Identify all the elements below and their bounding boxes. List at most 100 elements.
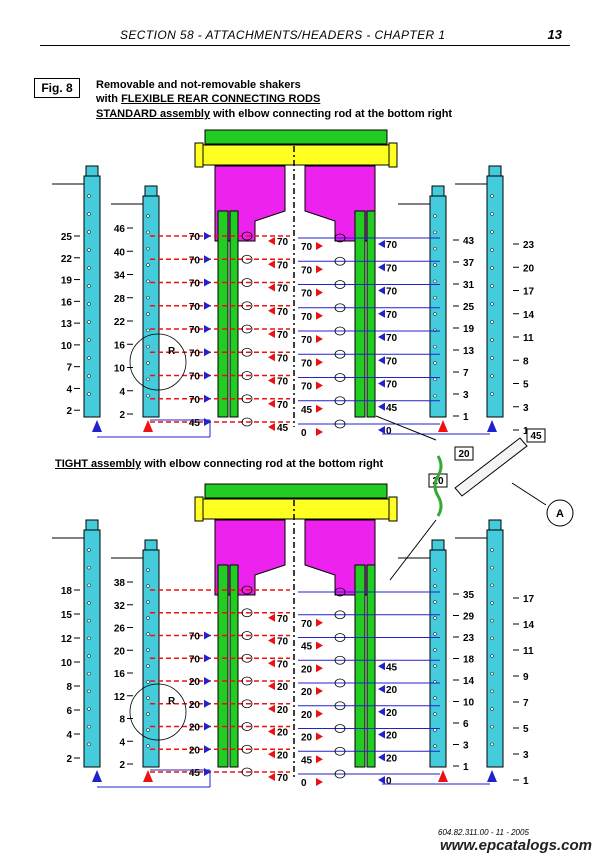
tight-far-right-label-5: 5 (523, 724, 529, 735)
tight-center-right-label-4: 20 (301, 710, 313, 721)
tight-inner-left-label-0: 38 (114, 578, 126, 589)
tight-column-hole-0-11 (87, 742, 91, 747)
tight-column-hole-0-4 (87, 618, 91, 623)
tight-column-hole-0-0 (87, 548, 91, 552)
tight-inner-left-label-5: 12 (114, 692, 126, 703)
tight-far-left-label-5: 6 (66, 706, 72, 717)
standard-left-pin-2 (241, 278, 253, 287)
tight-column-hole-1-10 (146, 728, 150, 732)
tight-column-hole-3-3 (490, 601, 494, 605)
standard-center-right-label-6: 70 (301, 382, 313, 393)
standard-column-hole-1-1 (146, 230, 150, 235)
tight-left-arrow-label-0: 70 (189, 632, 201, 643)
standard-center-right-arrow-0 (316, 242, 323, 250)
tight-column-hole-3-6 (490, 654, 494, 658)
standard-center-right-label-1: 70 (301, 265, 313, 276)
tight-center-left-label-4: 20 (277, 705, 289, 716)
standard-center-right-arrow-2 (316, 288, 323, 297)
tight-left-pin-4 (241, 676, 253, 686)
standard-column-hole-3-2 (490, 230, 494, 234)
standard-right-arrow-label-3: 70 (386, 310, 398, 321)
standard-far-left-label-2: 19 (61, 276, 73, 287)
standard-right-arrow-label-7: 45 (386, 403, 398, 414)
tight-far-right-label-0: 17 (523, 594, 535, 605)
standard-far-right-label-0: 23 (523, 240, 535, 251)
standard-top-beam (204, 129, 388, 145)
tight-inner-right-label-4: 14 (463, 676, 475, 687)
tight-center-right-arrow-7 (316, 778, 323, 786)
tight-top-beam (204, 483, 388, 499)
tight-left-arrow-3 (204, 699, 211, 708)
standard-column-hole-1-6 (146, 312, 150, 316)
tight-left-arrow-1 (204, 654, 211, 663)
standard-left-pin-1 (241, 254, 253, 264)
standard-far-right-label-8: 1 (523, 426, 529, 437)
standard-center-left-label-0: 70 (277, 237, 289, 248)
caption-flexible: FLEXIBLE REAR CONNECTING RODS (121, 93, 321, 105)
tight-left-pin-6 (241, 722, 253, 731)
standard-left-arrow-label-1: 70 (189, 255, 201, 266)
standard-column-hole-3-6 (490, 302, 494, 306)
flexible-rod-wave (433, 455, 443, 517)
tight-right-pin-1 (334, 610, 346, 620)
standard-column-hole-0-9 (87, 356, 91, 360)
standard-column-hole-1-4 (146, 279, 150, 284)
standard-column-hole-3-0 (490, 194, 494, 198)
standard-center-right-label-4: 70 (301, 335, 313, 346)
standard-column-hole-1-9 (146, 361, 150, 365)
standard-far-right-label-4: 11 (523, 333, 534, 344)
standard-left-pin-5 (241, 347, 253, 357)
standard-inner-left-label-5: 16 (114, 340, 126, 351)
tight-center-right-arrow-2 (316, 664, 323, 673)
tight-inner-left-label-1: 32 (114, 601, 126, 612)
tight-column-hole-3-0 (490, 548, 494, 552)
standard-column-hole-0-10 (87, 374, 91, 378)
standard-center-right-label-8: 0 (301, 428, 307, 439)
standard-center-right-arrow-6 (316, 381, 323, 390)
detail-rod-part (454, 437, 528, 497)
standard-right-pin-2 (334, 280, 346, 289)
standard-center-left-label-4: 70 (277, 330, 289, 341)
tight-far-right-label-3: 9 (523, 672, 529, 683)
standard-detail-r-label: R (168, 346, 176, 357)
standard-inner-left-label-7: 4 (119, 387, 125, 398)
tight-column-hole-1-7 (146, 680, 150, 684)
standard-column-hole-2-0 (433, 214, 437, 218)
standard-inner-left-label-3: 28 (114, 294, 126, 305)
tight-center-right-label-6: 45 (301, 755, 313, 766)
tight-right-arrow-2 (378, 707, 385, 716)
standard-left-arrow-5 (204, 348, 211, 357)
standard-center-left-label-5: 70 (277, 353, 289, 364)
standard-right-pin-8 (334, 419, 346, 429)
standard-right-arrow-label-0: 70 (386, 240, 398, 251)
tight-far-left-label-3: 10 (61, 658, 73, 669)
tight-right-pin-6 (334, 724, 346, 733)
tight-column-hole-2-6 (433, 664, 437, 668)
standard-column-cap-0 (85, 165, 99, 177)
page-number: 13 (547, 27, 562, 42)
standard-cyan-column-0 (83, 175, 101, 418)
standard-column-hole-2-9 (433, 361, 437, 365)
tight-inner-left-label-2: 26 (114, 624, 126, 635)
standard-far-left-label-6: 7 (66, 363, 72, 374)
tight-column-cap-2 (431, 539, 445, 551)
standard-left-arrow-label-6: 70 (189, 372, 201, 383)
tight-right-pin-7 (334, 746, 346, 756)
standard-inner-left-label-4: 22 (114, 317, 126, 328)
tight-center-right-arrow-3 (316, 687, 323, 695)
tight-right-pin-3 (334, 655, 346, 665)
callout-45-label: 45 (530, 431, 542, 442)
standard-bottom-arrow-1 (143, 420, 153, 432)
standard-center-right-label-3: 70 (301, 312, 313, 323)
standard-far-right-label-6: 5 (523, 380, 529, 391)
standard-center-left-label-7: 70 (277, 400, 289, 411)
standard-center-left-arrow-6 (268, 376, 275, 385)
tight-cyan-column-2 (429, 549, 447, 768)
standard-green-bar-2 (229, 210, 239, 418)
standard-column-hole-2-5 (433, 295, 437, 300)
tight-far-right-label-1: 14 (523, 620, 535, 631)
standard-center-right-arrow-4 (316, 335, 323, 343)
tight-far-right-label-6: 3 (523, 750, 529, 761)
tight-caption: TIGHT assembly with elbow connecting rod… (55, 458, 383, 470)
